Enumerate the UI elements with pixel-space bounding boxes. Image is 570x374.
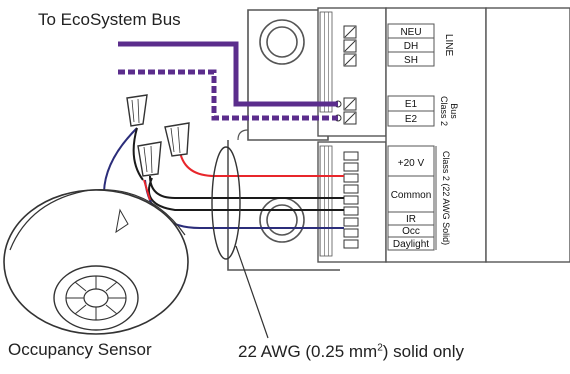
awg-leader-line [235,245,269,339]
blue-wire-occ [144,179,344,229]
wire-nut-1 [126,94,148,127]
label-box-sensor [387,145,435,251]
line-group-label: LINE [443,34,454,57]
terminal-label-20v: +20 V [398,158,425,169]
black-wire-2 [147,177,344,211]
red-wire-sensor [143,179,151,201]
control-module: NEU DH SH LINE E1 E2 Class 2 Bus +20 V C… [227,7,570,271]
awg-caption-prefix: 22 AWG (0.25 mm [238,342,378,361]
wire-nut-2 [164,122,190,157]
sensor-clip [115,208,129,234]
sensor-terminals [343,151,359,249]
sensor-lens-facets [66,276,126,320]
awg-caption-superscript: 2 [377,342,383,354]
awg-caption-suffix: ) solid only [382,342,465,361]
black-wire-sensor [132,127,144,181]
line-screw-terminals [343,25,357,67]
bus-group-label-bus: Bus [449,103,459,119]
terminal-label-sh: SH [404,55,418,66]
terminal-label-neu: NEU [400,27,421,38]
terminal-label-e2: E2 [405,114,418,125]
sensor-group-label: Class 2 (22 AWG Solid) [441,151,451,245]
occupancy-sensor-graphic [3,188,189,335]
bus-wire-solid [118,41,338,107]
terminal-label-ir: IR [406,214,416,225]
terminal-label-daylight: Daylight [393,239,429,250]
terminal-ribbing-lower [319,145,333,257]
housing-corner [237,129,249,141]
terminal-label-dh: DH [404,41,418,52]
terminal-label-common: Common [391,190,432,201]
ecosystem-bus-caption: To EcoSystem Bus [38,10,181,29]
terminal-label-occ: Occ [402,226,420,237]
black-wire-1 [149,175,344,199]
module-body-right [485,7,570,263]
blue-wire-sensor [103,127,138,193]
occupancy-sensor-caption: Occupancy Sensor [8,340,152,359]
bus-wire-dashed [118,69,338,121]
cable-bundle-ring [211,146,241,260]
wire-gauge-caption: 22 AWG (0.25 mm2) solid only [238,342,464,362]
module-lower-housing [227,140,340,271]
terminal-ribbing-upper [319,11,333,113]
terminal-label-e1: E1 [405,99,418,110]
ecosystem-bus-wires [118,41,338,121]
mounting-hole-top [259,19,305,65]
red-wire [179,151,344,177]
sensor-lens-center [83,288,109,308]
wire-nut-3 [137,141,162,177]
mounting-hole-bottom [259,197,305,243]
bus-group-label-class: Class 2 [439,96,449,126]
sensor-rim [9,188,186,251]
label-box-line [387,23,435,67]
label-box-bus [387,95,435,127]
